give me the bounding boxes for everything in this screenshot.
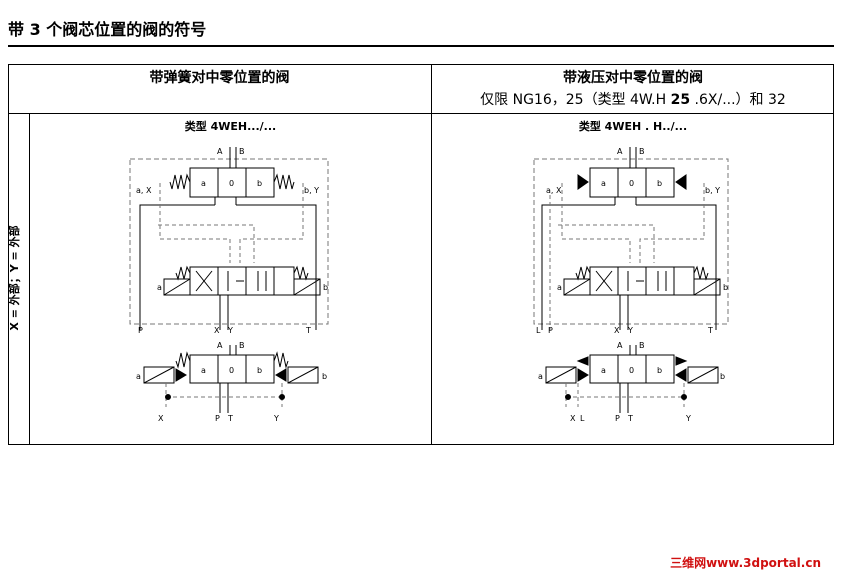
pilot-valve-box-b2 [273, 266, 295, 296]
label-B: B [639, 147, 645, 156]
label-lower-sol-b: b [720, 372, 725, 381]
symbol-spring-centred: A B a 0 b a, X b, Y a b P X Y T A B a 0 … [129, 147, 329, 423]
solenoid-left [563, 278, 591, 296]
label-bY: b, Y [304, 186, 319, 195]
label-lower-T: T [627, 414, 633, 423]
solenoid-right [293, 278, 321, 296]
label-lower-sol-b: b [322, 372, 327, 381]
label-B: B [239, 147, 245, 156]
lower-box-b [645, 354, 675, 384]
col2-caption: 类型 4WEH . H../... [578, 120, 688, 133]
lower-solenoid-left [143, 366, 175, 384]
label-lower-sol-a: a [538, 372, 543, 381]
label-lower-A: A [617, 341, 623, 350]
label-lower-b: b [657, 366, 662, 375]
title-rule [8, 45, 834, 47]
table-header-divider [8, 113, 834, 114]
col2-header-line2: 仅限 NG16，25（类型 4W.H 25 .6X/...）和 32 [432, 90, 834, 110]
label-A: A [617, 147, 623, 156]
pilot-valve-box-b [645, 266, 675, 296]
table-rowlabel-divider [29, 113, 30, 445]
envelope-dashed [129, 158, 329, 325]
table-col-divider [431, 64, 432, 445]
watermark: 三维网www.3dportal.cn [670, 556, 821, 570]
label-pos-0: 0 [629, 179, 634, 188]
spring-left [169, 173, 191, 190]
row-label: X = 外部；Y = 外部 [8, 225, 21, 331]
col1-caption: 类型 4WEH.../... [184, 120, 277, 133]
label-lower-X: X [570, 414, 576, 423]
label-lower-sol-a: a [136, 372, 141, 381]
label-pos-a: a [201, 179, 206, 188]
label-solenoid-b: b [323, 283, 328, 292]
label-lower-P: P [215, 414, 220, 423]
lower-box-b [245, 354, 275, 384]
label-solenoid-b: b [723, 283, 728, 292]
label-lower-Y: Y [685, 414, 691, 423]
label-lower-X: X [158, 414, 164, 423]
label-lower-P: P [615, 414, 620, 423]
label-T: T [707, 326, 713, 335]
label-Y: Y [227, 326, 233, 335]
page-title: 带 3 个阀芯位置的阀的符号 [8, 20, 207, 39]
label-lower-0: 0 [629, 366, 634, 375]
table-frame [8, 64, 834, 445]
label-pos-0: 0 [229, 179, 234, 188]
label-lower-a: a [201, 366, 206, 375]
spring-right [273, 173, 295, 190]
pilot-valve-box-b [245, 266, 275, 296]
label-lower-L: L [580, 414, 585, 423]
col2-header-line2-bold: 25 [670, 92, 691, 108]
pilot-box-b [245, 167, 275, 198]
label-lower-A: A [217, 341, 223, 350]
label-lower-a: a [601, 366, 606, 375]
label-lower-B: B [239, 341, 245, 350]
col1-header: 带弹簧对中零位置的阀 [149, 70, 290, 86]
pilot-valve-box-b2 [673, 266, 695, 296]
label-aX: a, X [136, 186, 152, 195]
label-X: X [214, 326, 220, 335]
label-pos-a: a [601, 179, 606, 188]
label-pos-b: b [657, 179, 662, 188]
label-solenoid-a: a [157, 283, 162, 292]
label-bY: b, Y [705, 186, 720, 195]
label-Y: Y [627, 326, 633, 335]
lower-solenoid-left [545, 366, 577, 384]
label-lower-0: 0 [229, 366, 234, 375]
solenoid-right [693, 278, 721, 296]
label-T: T [305, 326, 311, 335]
col2-header-line2-post: .6X/...）和 32 [690, 92, 786, 108]
col2-header-line2-pre: 仅限 NG16，25（类型 4W.H [480, 92, 671, 108]
label-aX: a, X [546, 186, 562, 195]
label-solenoid-a: a [557, 283, 562, 292]
label-pos-b: b [257, 179, 262, 188]
label-A: A [217, 147, 223, 156]
solenoid-left [163, 278, 191, 296]
symbol-hydraulic-centred: A B a 0 b a, X b, Y a b L P X Y T A B a … [533, 147, 729, 423]
label-P: P [548, 326, 553, 335]
pilot-box-b [645, 167, 675, 198]
label-lower-b: b [257, 366, 262, 375]
lower-solenoid-right [287, 366, 319, 384]
label-lower-Y: Y [273, 414, 279, 423]
lower-solenoid-right [687, 366, 719, 384]
label-P: P [138, 326, 143, 335]
label-lower-T: T [227, 414, 233, 423]
label-X: X [614, 326, 620, 335]
envelope-dashed [533, 158, 729, 325]
label-L: L [536, 326, 541, 335]
col2-header-line1: 带液压对中零位置的阀 [563, 70, 703, 86]
label-lower-B: B [639, 341, 645, 350]
